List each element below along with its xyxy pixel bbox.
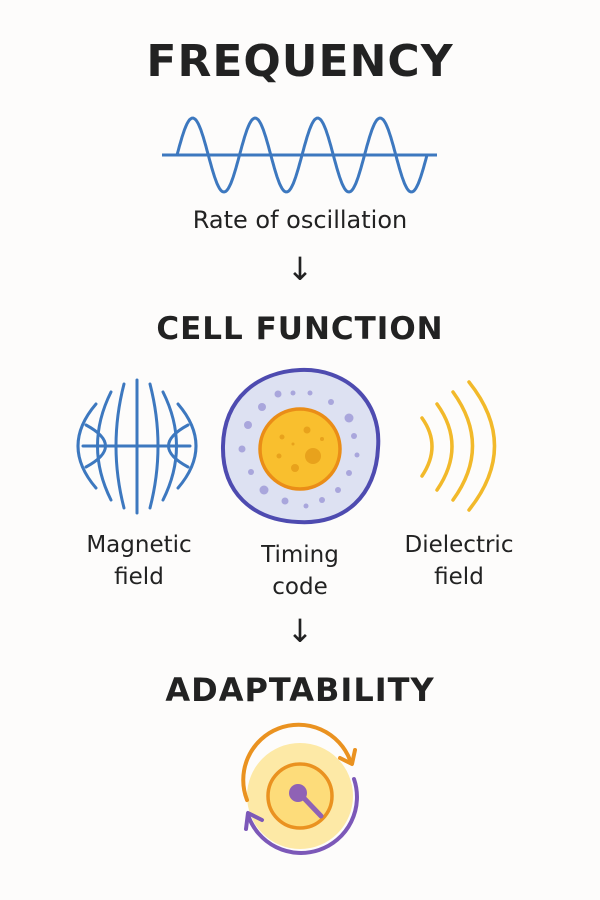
title-frequency: FREQUENCY (146, 36, 454, 87)
arrow-down-icon: ↓ (286, 612, 314, 650)
label-line: Dielectric (404, 532, 514, 558)
label-magnetic-field: Magnetic field (59, 529, 219, 593)
magnetic-field-icon (76, 378, 198, 515)
title-cell-function: CELL FUNCTION (156, 311, 444, 347)
label-line: field (114, 564, 164, 590)
adaptability-cycle-icon (241, 722, 359, 855)
title-adaptability: ADAPTABILITY (165, 671, 435, 709)
label-line: code (272, 574, 328, 600)
cell-icon (220, 367, 381, 525)
label-line: Timing (261, 542, 339, 568)
arrow-down-icon: ↓ (286, 250, 314, 288)
label-line: field (434, 564, 484, 590)
label-timing-code: Timing code (220, 539, 380, 603)
frequency-caption: Rate of oscillation (192, 206, 408, 234)
label-line: Magnetic (86, 532, 192, 558)
sine-wave-icon (162, 116, 437, 194)
dielectric-field-icon (420, 380, 497, 512)
label-dielectric-field: Dielectric field (379, 529, 539, 593)
